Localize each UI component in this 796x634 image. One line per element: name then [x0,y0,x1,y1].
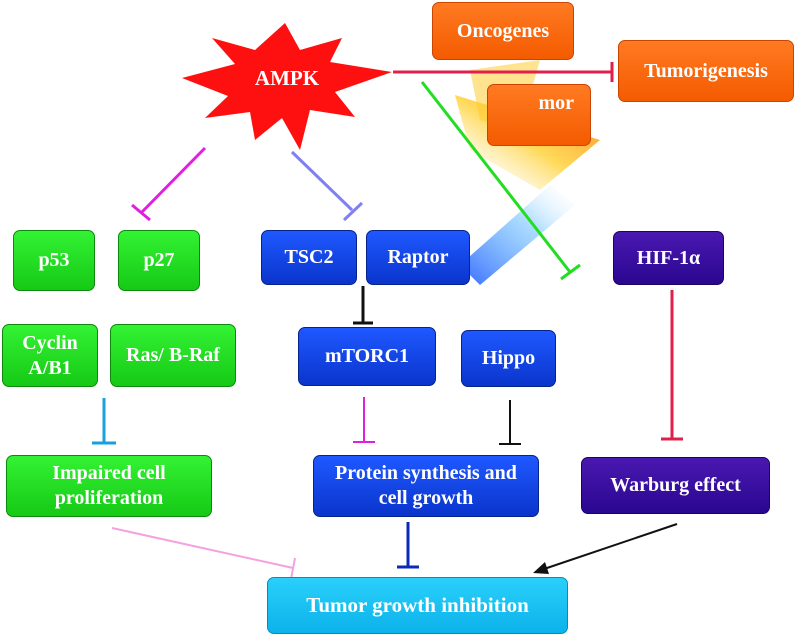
glow-streak-blue [460,185,575,285]
node-impaired-proliferation: Impaired cell proliferation [6,455,212,517]
node-mtorc1: mTORC1 [298,327,436,386]
node-tumor-fragment: mor [487,84,591,146]
ampk-label: AMPK [254,66,320,90]
node-hif1a: HIF-1α [613,231,724,285]
node-hippo: Hippo [461,330,556,387]
inhibit-ampk-hif1a [420,81,572,273]
node-tumor-growth-inhibition: Tumor growth inhibition [267,577,568,634]
arrow-warburg-tgi [543,523,678,570]
node-tsc2: TSC2 [261,230,357,285]
node-cyclin: Cyclin A/B1 [2,324,98,387]
inhibit-bar-tgi-1 [290,557,296,580]
node-protein-synthesis: Protein synthesis and cell growth [313,455,539,517]
arrowhead-tgi [533,562,549,574]
node-oncogenes: Oncogenes [432,2,574,60]
node-p53: p53 [13,230,95,291]
inhibit-ampk-p27 [140,146,207,214]
node-warburg-effect: Warburg effect [581,457,770,514]
inhibit-bar-hif1a [560,263,581,281]
tumor-fragment-text: mor [538,92,574,114]
inhibit-impaired-tgi [111,527,294,569]
ampk-star-shape [182,23,392,150]
inhibit-ampk-tsc2 [290,150,354,212]
node-p27: p27 [118,230,200,291]
node-ras-braf: Ras/ B-Raf [110,324,236,387]
node-raptor: Raptor [366,230,470,285]
node-tumorigenesis: Tumorigenesis [618,40,794,102]
inhibit-bar-p27 [131,203,151,222]
inhibit-bar-tsc2 [342,201,364,222]
